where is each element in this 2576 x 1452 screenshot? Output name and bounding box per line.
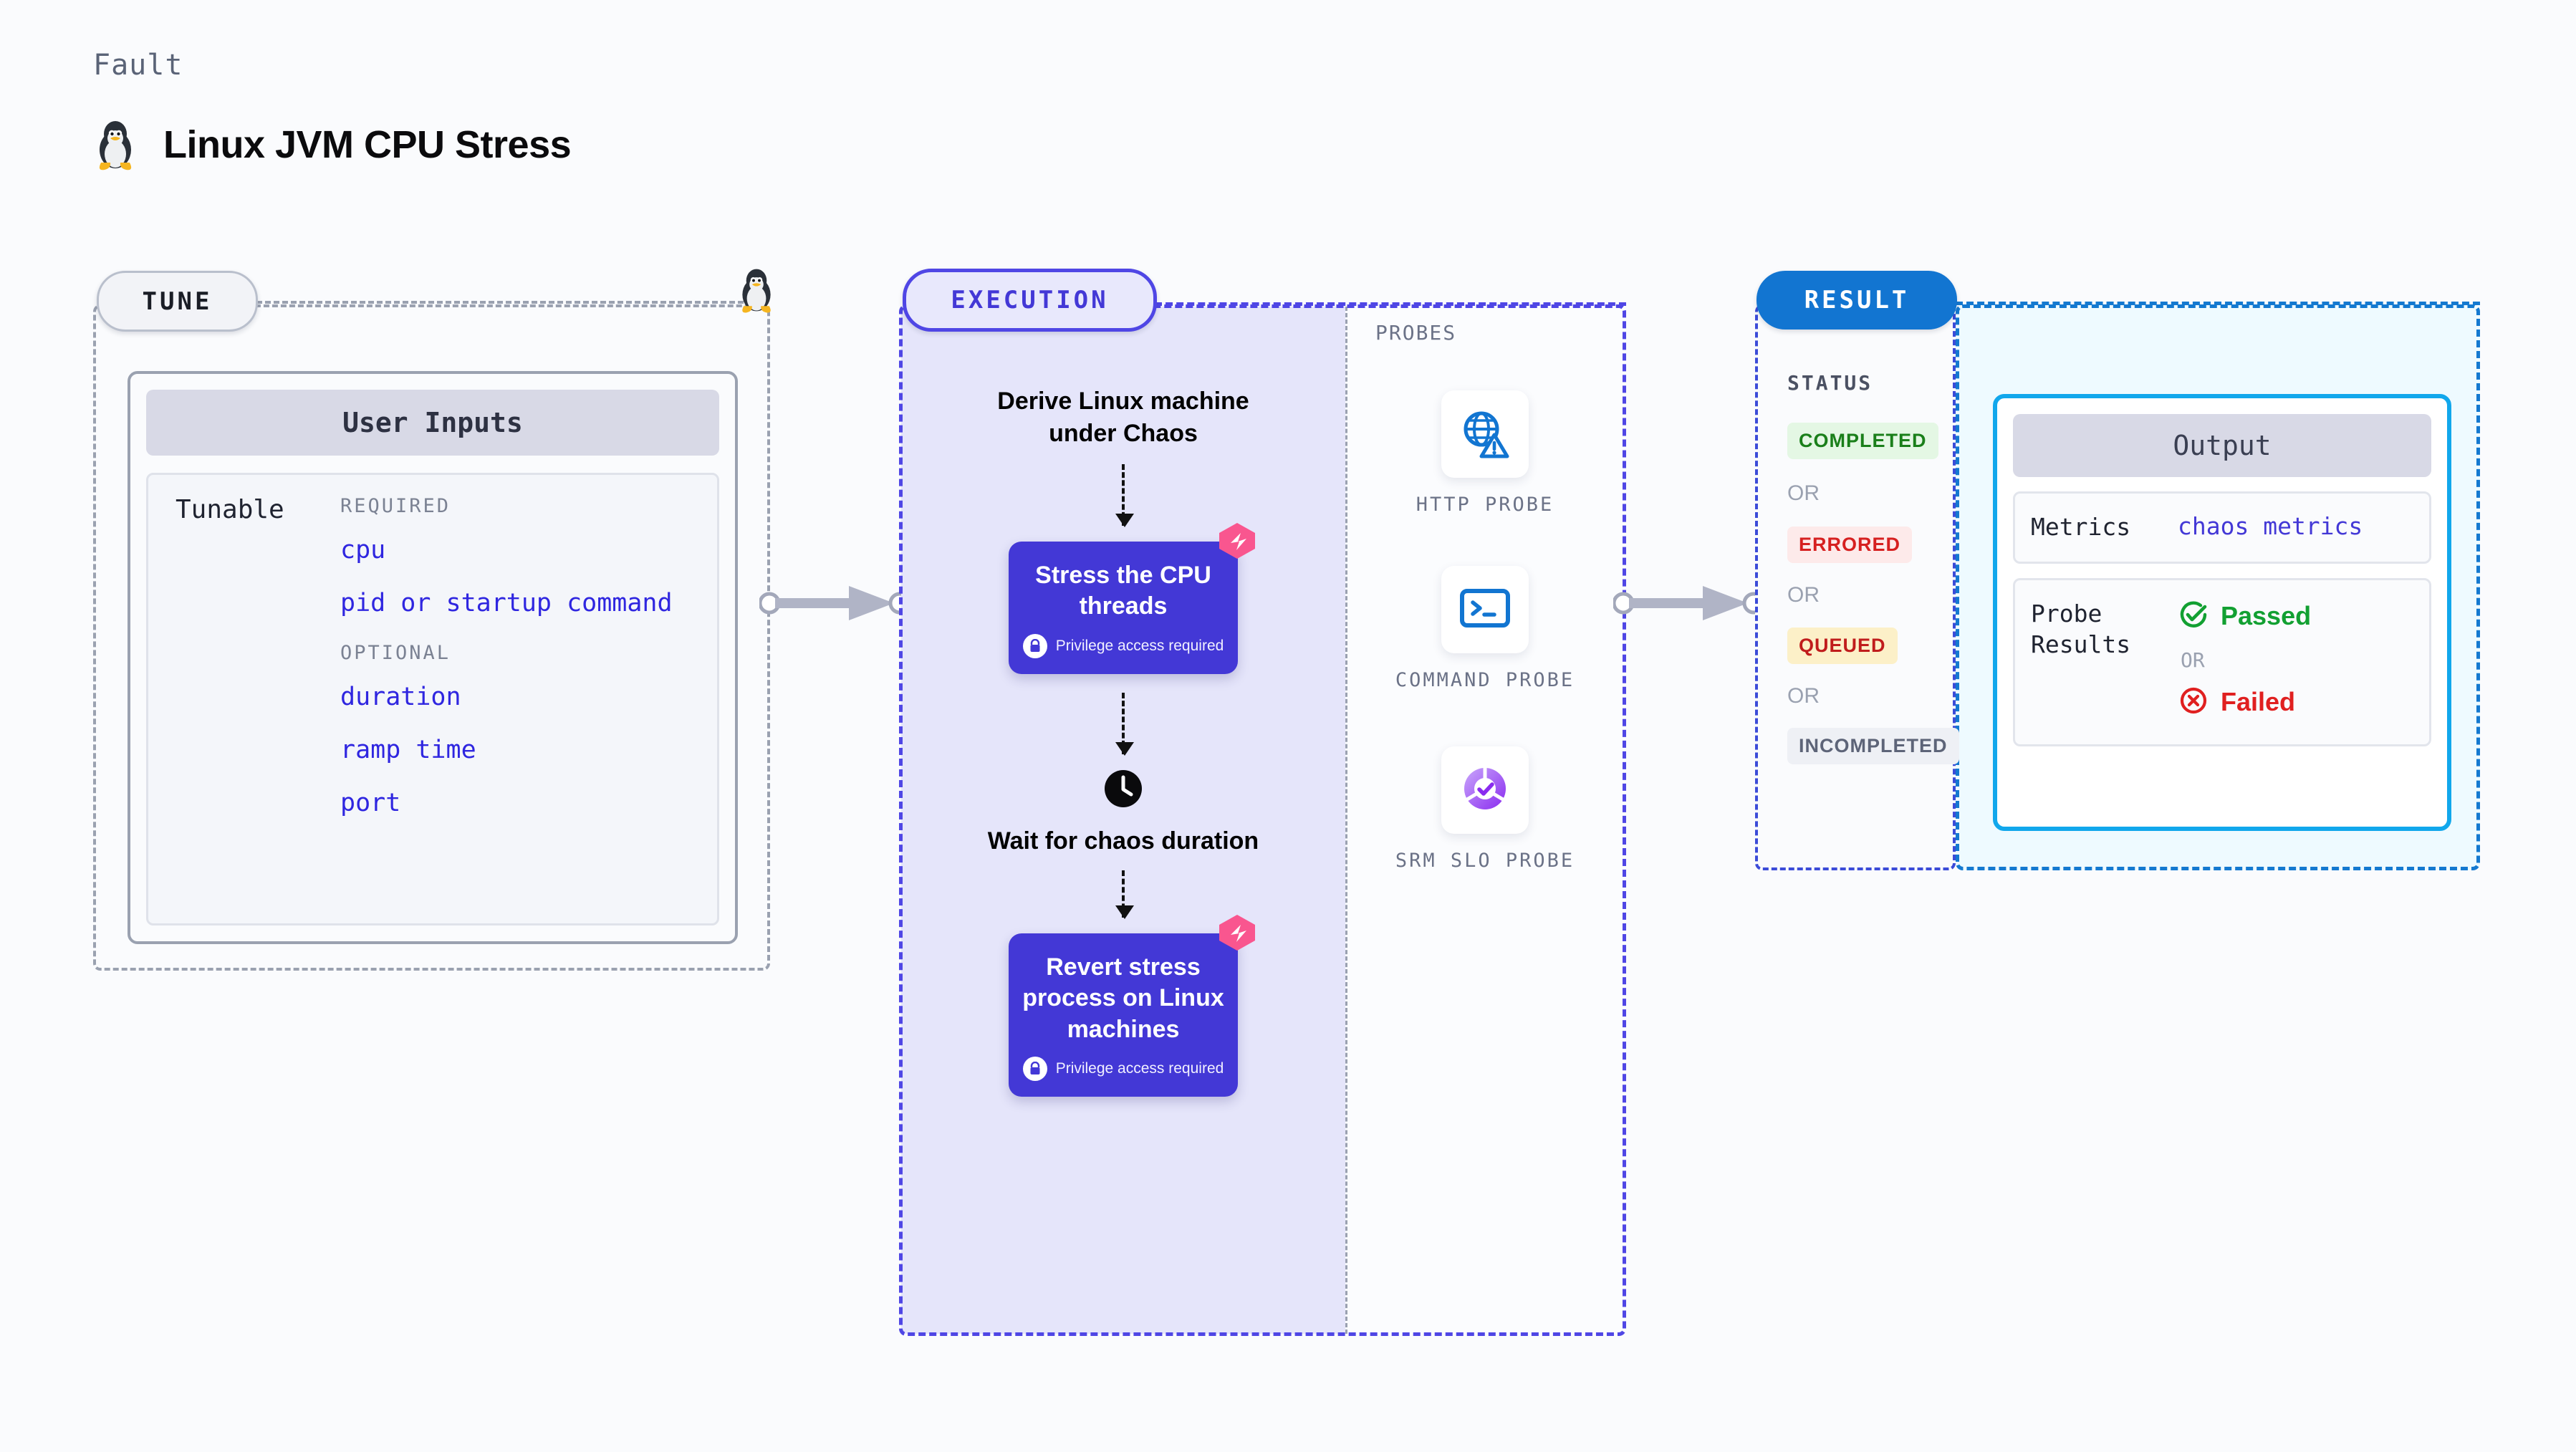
execution-leader-line xyxy=(1155,302,1626,306)
result-status-label: STATUS xyxy=(1787,371,1873,395)
connector-1 xyxy=(1115,463,1134,527)
execution-action-title: Stress the CPU threads xyxy=(1035,561,1211,620)
lock-icon xyxy=(1022,1057,1047,1082)
arrow-execution-to-result xyxy=(1612,582,1765,628)
connector-2 xyxy=(1115,692,1134,756)
tunable-list: REQUIRED cpu pid or startup command OPTI… xyxy=(340,495,704,903)
tune-stage-pill[interactable]: TUNE xyxy=(97,271,258,332)
probe-card xyxy=(1441,566,1529,653)
probe-card xyxy=(1441,746,1529,834)
privilege-note-text: Privilege access required xyxy=(1055,1060,1224,1077)
execution-step-wait-label: Wait for chaos duration xyxy=(987,827,1259,855)
result-leader-line xyxy=(1956,302,2480,305)
x-circle-icon xyxy=(2178,685,2209,720)
user-inputs-title: User Inputs xyxy=(146,390,719,456)
privilege-note: Privilege access required xyxy=(1022,1057,1225,1082)
output-card-title: Output xyxy=(2013,414,2431,477)
tunable-port[interactable]: port xyxy=(340,789,401,817)
terminal-icon xyxy=(1458,585,1512,635)
status-badge-queued: QUEUED xyxy=(1787,628,1898,664)
probes-column xyxy=(1345,307,1625,1334)
probe-label: COMMAND PROBE xyxy=(1395,669,1575,691)
tunable-row: Tunable REQUIRED cpu pid or startup comm… xyxy=(146,473,719,925)
output-row-probe-results: Probe Results Passed OR xyxy=(2013,577,2431,746)
probe-result-failed: Failed xyxy=(2178,685,2413,720)
status-or-2: OR xyxy=(1787,583,1820,607)
slo-gauge-icon xyxy=(1458,762,1512,819)
tunable-group-required-title: REQUIRED xyxy=(340,495,451,517)
globe-warning-icon xyxy=(1458,406,1512,463)
output-card: Output Metrics chaos metrics Probe Resul… xyxy=(1993,394,2451,831)
probe-results-values: Passed OR Failed xyxy=(2178,599,2413,720)
connector-3 xyxy=(1115,870,1134,919)
probe-result-failed-label: Failed xyxy=(2221,687,2296,717)
probe-srm-slo[interactable]: SRM SLO PROBE xyxy=(1345,746,1625,874)
status-badge-errored: ERRORED xyxy=(1787,527,1913,563)
execution-action-stress-cpu[interactable]: Stress the CPU threads Privilege access … xyxy=(1009,522,1255,674)
execution-stage-container xyxy=(899,304,1626,1336)
execution-steps: Derive Linux machine under Chaos Stress … xyxy=(901,307,1345,1334)
status-or-1: OR xyxy=(1787,481,1820,505)
probes-title: PROBES xyxy=(1375,321,1457,345)
page-eyebrow: Fault xyxy=(93,49,183,82)
chaos-logo-icon xyxy=(1216,520,1258,565)
result-stage-pill[interactable]: RESULT xyxy=(1756,271,1957,330)
tunable-ramp-time[interactable]: ramp time xyxy=(340,736,476,764)
tux-penguin-seat-icon xyxy=(736,266,777,317)
output-metrics-value[interactable]: chaos metrics xyxy=(2178,512,2363,540)
result-stage-container xyxy=(1755,304,1956,870)
privilege-note-text: Privilege access required xyxy=(1055,637,1224,654)
tux-penguin-icon xyxy=(93,118,138,171)
probe-http[interactable]: HTTP PROBE xyxy=(1345,390,1625,518)
execution-stage-pill[interactable]: EXECUTION xyxy=(903,269,1157,332)
tune-leader-line xyxy=(256,301,744,304)
tunable-row-label: Tunable xyxy=(176,495,284,524)
page-title-row: Linux JVM CPU Stress xyxy=(93,118,572,171)
tunable-duration[interactable]: duration xyxy=(340,683,461,711)
execution-action-revert-stress[interactable]: Revert stress process on Linux machines … xyxy=(1009,914,1255,1097)
status-badge-incompleted: INCOMPLETED xyxy=(1787,728,1959,764)
output-row-metrics: Metrics chaos metrics xyxy=(2013,491,2431,564)
probe-command[interactable]: COMMAND PROBE xyxy=(1345,566,1625,693)
arrow-tune-to-execution xyxy=(758,582,911,628)
execution-step-wait: Wait for chaos duration xyxy=(973,769,1274,857)
page-title: Linux JVM CPU Stress xyxy=(163,123,572,166)
probe-card xyxy=(1441,390,1529,478)
user-inputs-card: User Inputs Tunable REQUIRED cpu pid or … xyxy=(128,371,738,944)
probe-result-passed-label: Passed xyxy=(2221,601,2312,631)
clock-icon xyxy=(1103,769,1143,812)
status-badge-completed: COMPLETED xyxy=(1787,423,1938,459)
status-or-3: OR xyxy=(1787,684,1820,708)
chaos-logo-icon xyxy=(1216,912,1258,957)
tunable-group-optional-title: OPTIONAL xyxy=(340,642,451,664)
output-probe-results-label: Probe Results xyxy=(2031,599,2131,658)
probe-label: HTTP PROBE xyxy=(1416,494,1554,516)
probe-result-passed: Passed xyxy=(2178,599,2413,634)
tunable-pid-or-startup-command[interactable]: pid or startup command xyxy=(340,589,673,617)
execution-step-derive-machine: Derive Linux machine under Chaos xyxy=(997,388,1249,447)
privilege-note: Privilege access required xyxy=(1022,633,1225,658)
tune-stage-container xyxy=(93,304,770,971)
check-circle-icon xyxy=(2178,599,2209,634)
tunable-cpu[interactable]: cpu xyxy=(340,536,386,564)
probe-result-or: OR xyxy=(2181,648,2205,672)
lock-icon xyxy=(1022,633,1047,658)
execution-action-title: Revert stress process on Linux machines xyxy=(1022,953,1224,1043)
output-metrics-label: Metrics xyxy=(2031,513,2131,541)
probe-label: SRM SLO PROBE xyxy=(1395,850,1575,872)
